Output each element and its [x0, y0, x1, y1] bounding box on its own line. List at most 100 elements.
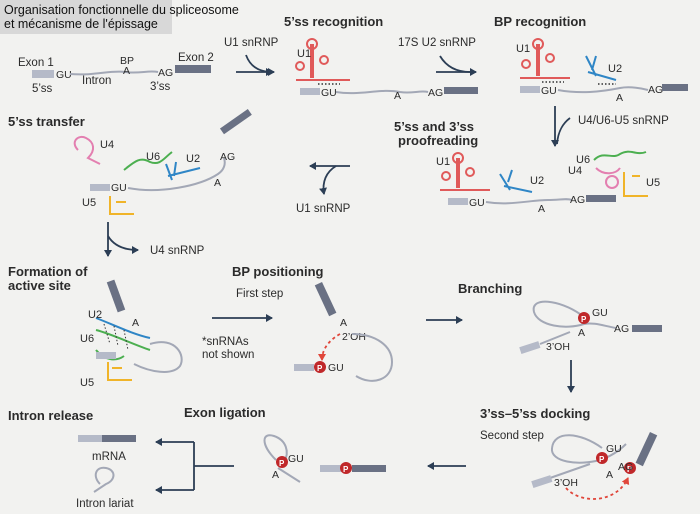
proof-complex: U1 U2 U6 U4 U5	[436, 150, 660, 197]
bp-label: BP	[120, 55, 134, 67]
ag-d: AG	[220, 151, 235, 163]
a-c: A	[538, 203, 545, 215]
header-line-1: Organisation fonctionnelle du spliceosom…	[4, 3, 239, 17]
u1-label-b: U1	[516, 43, 530, 55]
step-formation-1: Formation of	[8, 264, 88, 279]
intron-label: Intron	[82, 75, 111, 87]
docking-complex: P P GU A AG 3’OH	[531, 431, 658, 500]
a-g: A	[578, 327, 585, 339]
header-box	[0, 0, 172, 34]
step-docking: 3’ss–5’ss docking	[480, 406, 590, 421]
ag-h: AG	[618, 461, 633, 473]
a-b: A	[616, 92, 623, 104]
a-d: A	[214, 177, 221, 189]
step-recog5: 5’ss recognition	[284, 14, 383, 29]
p-h1: P	[599, 455, 605, 464]
gu-c: GU	[469, 197, 485, 209]
u2-label-d: U2	[186, 153, 200, 165]
exon2-label: Exon 2	[178, 52, 214, 64]
step-proof1: 5’ss and 3’ss	[394, 119, 474, 134]
u1-complex-a: U1	[295, 38, 350, 85]
ag-a: AG	[428, 87, 443, 99]
branching-lariat: P GU A AG 3’OH	[519, 300, 662, 354]
gu-h: GU	[606, 443, 622, 455]
p-f: P	[317, 364, 323, 373]
oh3-h: 3’OH	[554, 477, 578, 489]
step-formation-2: active site	[8, 278, 71, 293]
u2-label-b: U2	[608, 63, 622, 75]
arrow-u1	[245, 54, 273, 76]
mrna-label: mRNA	[92, 451, 126, 463]
p-i1: P	[279, 459, 285, 468]
bp-a-label: A	[123, 65, 130, 77]
u4-label-c: U4	[568, 165, 582, 177]
active-site-complex: U2 U6 U5	[80, 279, 151, 389]
gu-b: GU	[541, 85, 557, 97]
step-proof2: proofreading	[398, 133, 478, 148]
ss5-label: 5’ss	[32, 83, 52, 95]
bp-complex: U1 U2	[516, 38, 622, 85]
header-line-2: et mécanisme de l'épissage	[4, 17, 158, 31]
a-a: A	[394, 90, 401, 102]
step-secondstep: Second step	[480, 430, 544, 442]
exon1-block	[32, 70, 54, 78]
gu-f: GU	[328, 362, 344, 374]
u1-label-a: U1	[297, 48, 311, 60]
ligation-products: P GU A P	[263, 434, 386, 483]
oh3-g: 3’OH	[546, 341, 570, 353]
arrow-u1out-label: U1 snRNP	[296, 203, 351, 215]
bp-positioning: A 2’OH P GU	[294, 281, 394, 382]
lariat-shape	[93, 466, 115, 493]
arrow-u4out-label: U4 snRNP	[150, 245, 205, 257]
p-h2: P	[627, 465, 633, 474]
step-branching: Branching	[458, 281, 522, 296]
arrow-u1-label: U1 snRNP	[224, 37, 279, 49]
note-line-1: *snRNAs	[202, 336, 249, 348]
gu-d: GU	[111, 182, 127, 194]
mrna-exon2	[102, 435, 136, 442]
u2-label-e: U2	[88, 309, 102, 321]
u5-label-e: U5	[80, 377, 94, 389]
gu-label: GU	[56, 69, 72, 81]
gu-a: GU	[321, 87, 337, 99]
step-bprecog: BP recognition	[494, 14, 586, 29]
ag-c: AG	[570, 194, 585, 206]
ag-label: AG	[158, 67, 173, 79]
a-i: A	[272, 469, 279, 481]
step-transfer: 5’ss transfer	[8, 114, 85, 129]
step-ligation: Exon ligation	[184, 405, 266, 420]
mrna-exon1	[78, 435, 102, 442]
ss3-label: 3’ss	[150, 81, 170, 93]
u6-label-d: U6	[146, 151, 160, 163]
arrow-u2-label: 17S U2 snRNP	[398, 37, 476, 49]
gu-i: GU	[288, 453, 304, 465]
note-line-2: not shown	[202, 349, 254, 361]
step-release: Intron release	[8, 408, 93, 423]
u6-label-c: U6	[576, 154, 590, 166]
oh2-label: 2’OH	[342, 331, 366, 343]
ag-b: AG	[648, 84, 663, 96]
u5-label-c: U5	[646, 177, 660, 189]
a-f: A	[340, 317, 347, 329]
a-e: A	[132, 317, 139, 329]
arrow-u456-label: U4/U6-U5 snRNP	[578, 115, 669, 127]
p-g: P	[581, 315, 587, 324]
exon1-label: Exon 1	[18, 57, 54, 69]
step-firststep: First step	[236, 288, 283, 300]
p-i2: P	[343, 465, 349, 474]
step-bppos: BP positioning	[232, 264, 324, 279]
u2-label-c: U2	[530, 175, 544, 187]
u4-label-d: U4	[100, 139, 114, 151]
u1-label-c: U1	[436, 156, 450, 168]
pre-mrna: Exon 1 Exon 2 GU BP A AG Intron 5’ss 3’s…	[18, 52, 214, 95]
ag-g: AG	[614, 323, 629, 335]
lariat-label: Intron lariat	[76, 498, 134, 510]
exon2-block	[175, 65, 211, 73]
a-h: A	[606, 469, 613, 481]
transfer-complex: U4 U6 U2 U5	[73, 136, 201, 215]
gu-g: GU	[592, 307, 608, 319]
u6-label-e: U6	[80, 333, 94, 345]
u5-label-d: U5	[82, 197, 96, 209]
